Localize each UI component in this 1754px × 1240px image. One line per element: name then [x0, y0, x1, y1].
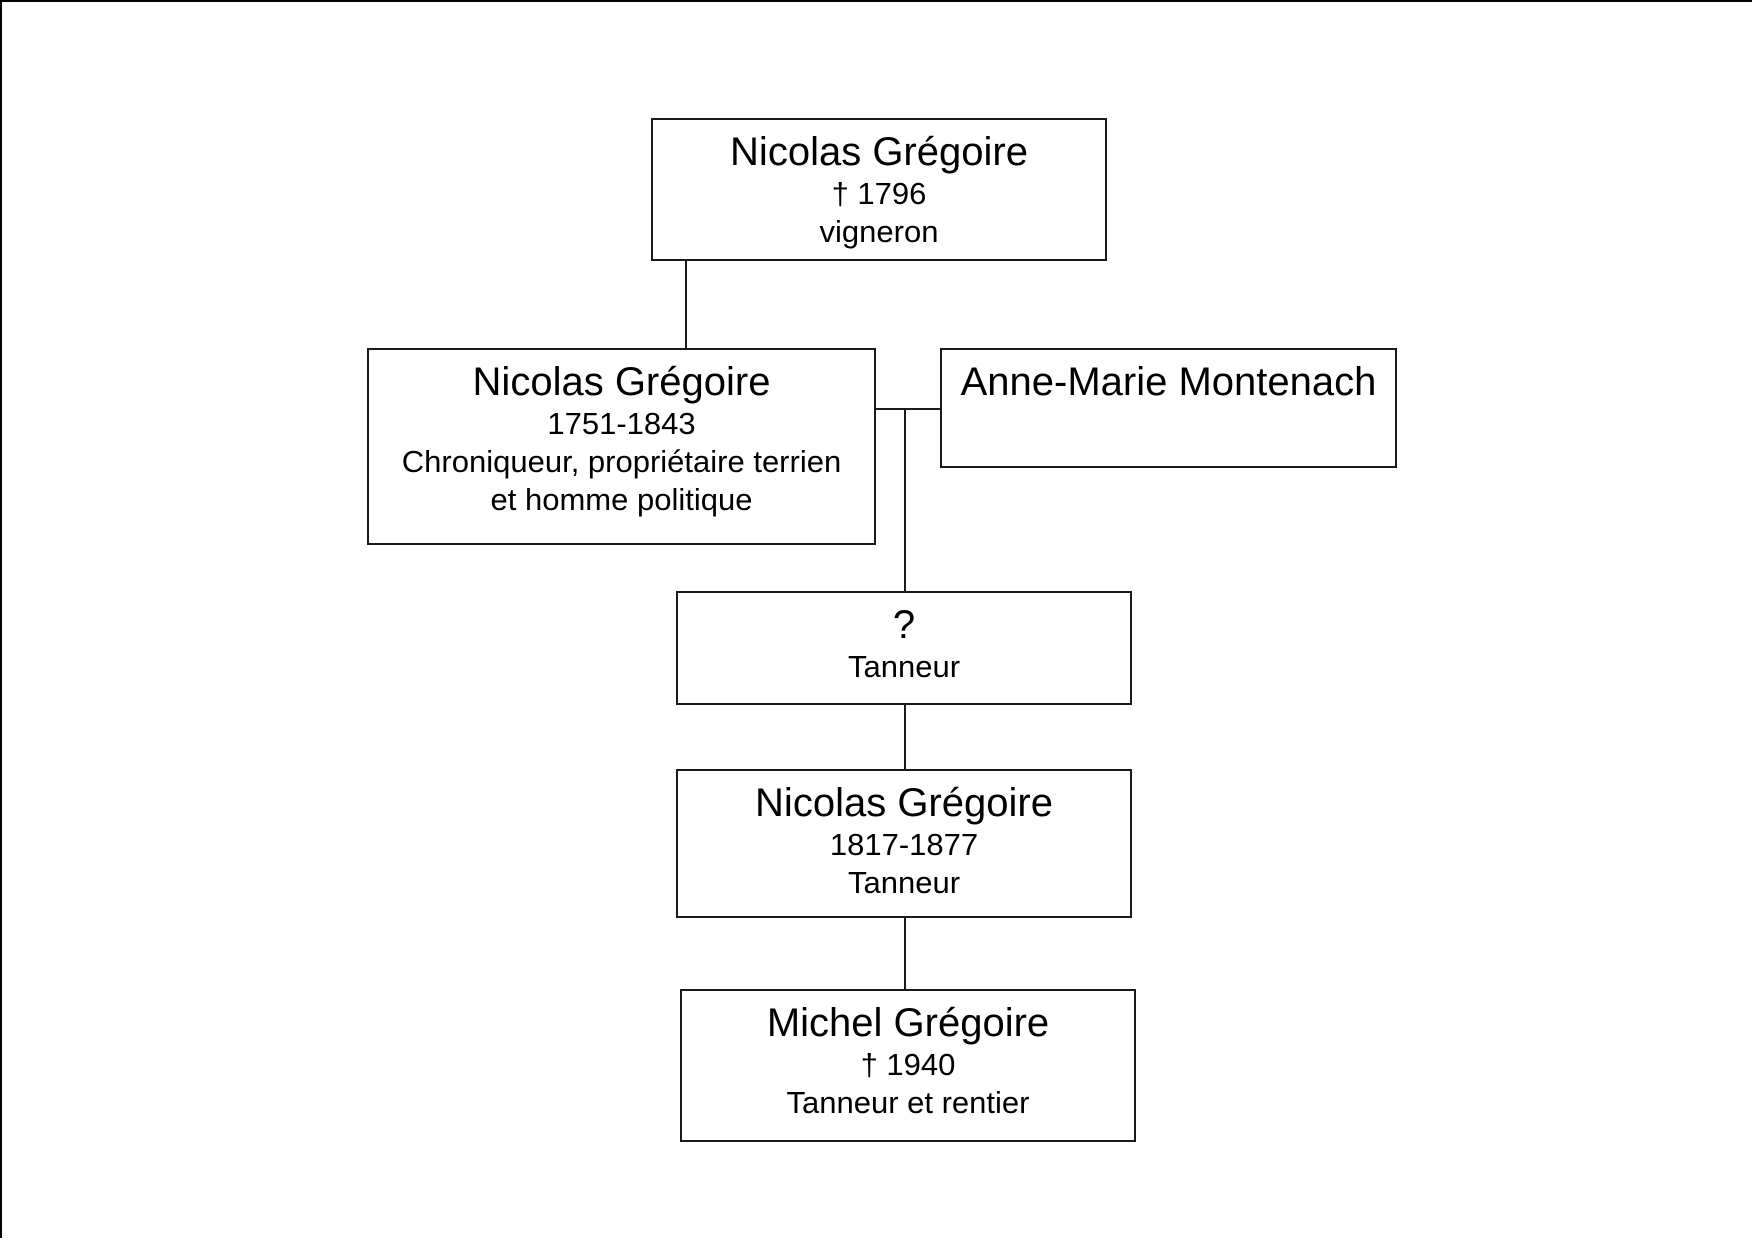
person-occupation: Tanneur: [847, 649, 961, 684]
person-lifespan: 1751-1843: [547, 406, 696, 441]
person-name: Nicolas Grégoire: [730, 130, 1028, 174]
person-lifespan: 1817-1877: [829, 827, 979, 862]
person-name: Michel Grégoire: [766, 1001, 1050, 1045]
person-box-unknown-tanneur: ? Tanneur: [676, 591, 1132, 705]
person-death-year: † 1940: [860, 1047, 956, 1082]
person-name: Nicolas Grégoire: [472, 360, 771, 404]
person-name: Anne-Marie Montenach: [960, 360, 1377, 404]
person-occupation: vigneron: [819, 214, 939, 249]
person-occupation: Tanneur et rentier: [786, 1085, 1030, 1120]
person-name: ?: [892, 603, 916, 647]
person-box-michel-gregoire: Michel Grégoire † 1940 Tanneur et rentie…: [680, 989, 1136, 1142]
person-occupation-line-2: et homme politique: [490, 482, 753, 517]
person-occupation: Tanneur: [847, 865, 961, 900]
person-death-year: † 1796: [831, 176, 927, 211]
person-occupation-line-1: Chroniqueur, propriétaire terrien: [401, 444, 842, 479]
person-box-nicolas-gregoire-tanneur: Nicolas Grégoire 1817-1877 Tanneur: [676, 769, 1132, 918]
person-box-nicolas-gregoire-vigneron: Nicolas Grégoire † 1796 vigneron: [651, 118, 1107, 261]
person-name: Nicolas Grégoire: [755, 781, 1053, 825]
person-box-anne-marie-montenach: Anne-Marie Montenach: [940, 348, 1397, 468]
person-box-nicolas-gregoire-chroniqueur: Nicolas Grégoire 1751-1843 Chroniqueur, …: [367, 348, 876, 545]
